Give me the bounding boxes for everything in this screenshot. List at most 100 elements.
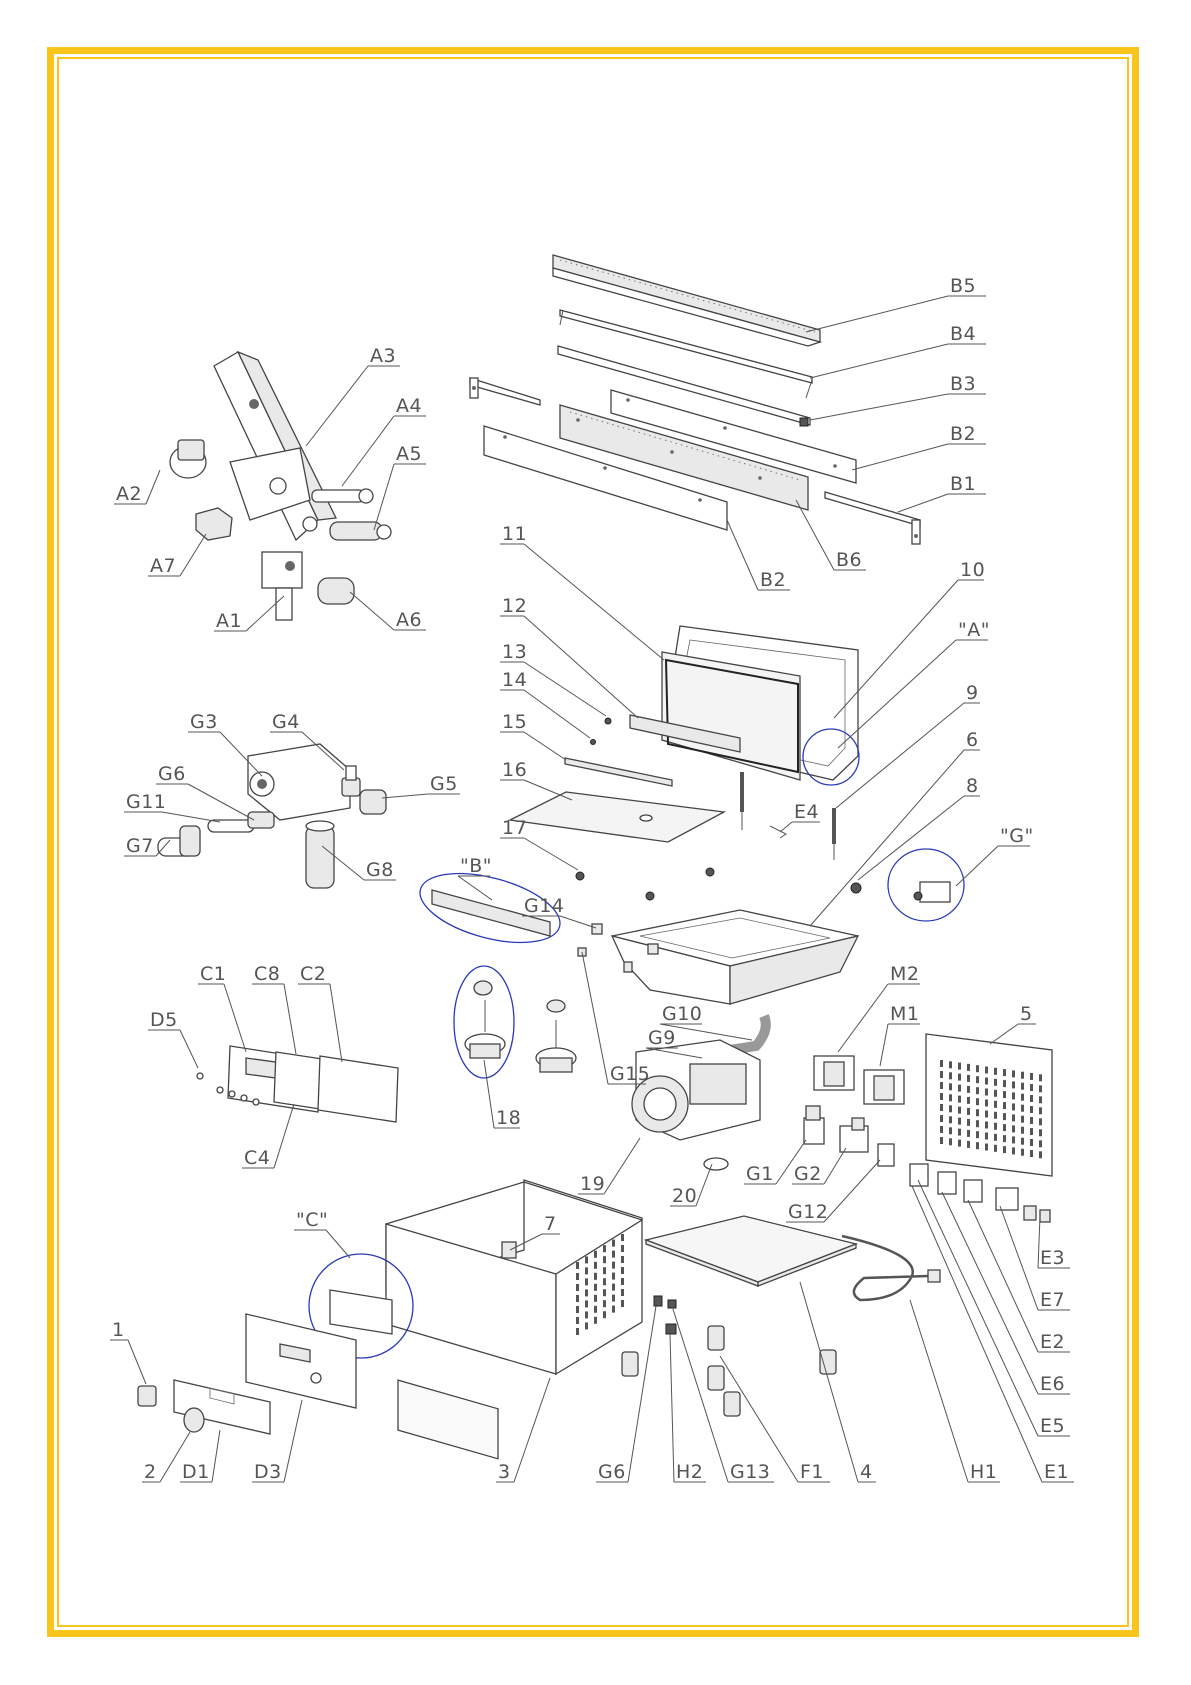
vent-slot bbox=[985, 1067, 988, 1074]
callout-label-e1: E1 bbox=[1044, 1461, 1069, 1483]
callout-label-n1: 1 bbox=[112, 1319, 125, 1341]
vent-slot bbox=[940, 1071, 943, 1078]
vent-slot bbox=[976, 1087, 979, 1094]
callout-label-n15: 15 bbox=[502, 711, 527, 733]
vent-slot bbox=[1039, 1118, 1042, 1125]
part-10-lid bbox=[662, 626, 858, 780]
leader-line-m1 bbox=[880, 1024, 888, 1066]
part-16-plate bbox=[510, 792, 724, 842]
vent-slot bbox=[976, 1076, 979, 1083]
part-c2-pcb bbox=[318, 1056, 398, 1122]
vent-slot bbox=[985, 1122, 988, 1129]
vent-slot bbox=[594, 1306, 597, 1313]
callout-label-b2r: B2 bbox=[950, 423, 976, 445]
part-g3-block bbox=[248, 744, 350, 820]
callout-label-n13: 13 bbox=[502, 641, 527, 663]
leader-line-n11 bbox=[524, 544, 664, 660]
vent-slot bbox=[576, 1328, 579, 1335]
part-b1-bracket bbox=[825, 492, 920, 544]
callout-label-n12: 12 bbox=[502, 595, 527, 617]
vent-slot bbox=[585, 1311, 588, 1318]
leader-line-a4 bbox=[342, 416, 394, 486]
vent-slot bbox=[603, 1300, 606, 1307]
vent-slot bbox=[1039, 1140, 1042, 1147]
callout-label-h1: H1 bbox=[970, 1461, 997, 1483]
vent-slot bbox=[1021, 1083, 1024, 1090]
vent-slot bbox=[1012, 1103, 1015, 1110]
vent-slot bbox=[949, 1105, 952, 1112]
callout-label-c8: C8 bbox=[254, 963, 280, 985]
leader-line-a5 bbox=[374, 464, 394, 530]
vent-slot bbox=[603, 1311, 606, 1318]
vent-slot bbox=[940, 1082, 943, 1089]
vent-slot bbox=[949, 1094, 952, 1101]
callout-label-g6b: G6 bbox=[598, 1461, 626, 1483]
callout-label-g4: G4 bbox=[272, 711, 300, 733]
vent-slot bbox=[967, 1130, 970, 1137]
callout-label-b5: B5 bbox=[950, 275, 976, 297]
part-18-sensor bbox=[465, 981, 505, 1058]
callout-label-c2: C2 bbox=[300, 963, 326, 985]
vent-slot bbox=[1003, 1080, 1006, 1087]
callout-label-g6a: G6 bbox=[158, 763, 186, 785]
vent-slot bbox=[603, 1256, 606, 1263]
vent-slot bbox=[1039, 1074, 1042, 1081]
vent-slot bbox=[621, 1300, 624, 1307]
vent-slot bbox=[594, 1251, 597, 1258]
callout-label-n18: 18 bbox=[496, 1107, 521, 1129]
vent-slot bbox=[967, 1086, 970, 1093]
vent-slot bbox=[585, 1267, 588, 1274]
callout-label-g13: G13 bbox=[730, 1461, 770, 1483]
part-a1-hinge-block bbox=[262, 552, 302, 620]
part-14-washer bbox=[591, 740, 596, 745]
vent-slot bbox=[612, 1240, 615, 1247]
leader-line-n17 bbox=[524, 838, 578, 870]
leader-line-d5 bbox=[180, 1030, 198, 1068]
vent-slot bbox=[949, 1083, 952, 1090]
leader-line-d1 bbox=[212, 1430, 220, 1482]
callout-label-g2: G2 bbox=[794, 1163, 822, 1185]
vent-slot bbox=[976, 1109, 979, 1116]
vent-slot bbox=[1012, 1114, 1015, 1121]
part-h1-power-cable bbox=[842, 1236, 940, 1300]
part-15-strip bbox=[565, 758, 672, 786]
leader-line-b1 bbox=[898, 494, 948, 512]
vent-slot bbox=[949, 1116, 952, 1123]
vent-slot bbox=[985, 1100, 988, 1107]
vent-slot bbox=[994, 1101, 997, 1108]
leader-line-b6 bbox=[796, 500, 834, 570]
callout-label-n2: 2 bbox=[144, 1461, 157, 1483]
vent-slot bbox=[1021, 1149, 1024, 1156]
callout-label-da: "A" bbox=[958, 619, 990, 641]
vent-slot bbox=[603, 1245, 606, 1252]
vent-slot bbox=[976, 1098, 979, 1105]
part-5-back-panel bbox=[926, 1034, 1052, 1176]
callout-label-e4: E4 bbox=[794, 801, 819, 823]
callout-label-n17: 17 bbox=[502, 817, 527, 839]
vent-slot bbox=[594, 1262, 597, 1269]
vent-slot bbox=[603, 1267, 606, 1274]
leader-line-n8 bbox=[858, 796, 964, 880]
vent-slot bbox=[621, 1245, 624, 1252]
part-chamber-tray bbox=[612, 910, 858, 1004]
vent-slot bbox=[1039, 1129, 1042, 1136]
leader-line-b4 bbox=[810, 344, 948, 378]
vent-slot bbox=[1003, 1113, 1006, 1120]
callout-label-g10: G10 bbox=[662, 1003, 702, 1025]
leader-line-n20 bbox=[696, 1164, 712, 1206]
vent-slot bbox=[967, 1119, 970, 1126]
callout-label-dg: "G" bbox=[1000, 825, 1034, 847]
vent-slot bbox=[976, 1065, 979, 1072]
vent-slot bbox=[594, 1284, 597, 1291]
part-g6-fitting bbox=[248, 812, 274, 828]
callout-label-n19: 19 bbox=[580, 1173, 605, 1195]
part-e4-switch bbox=[770, 826, 786, 838]
vent-slot bbox=[1030, 1139, 1033, 1146]
vent-slot bbox=[585, 1289, 588, 1296]
leader-line-dg bbox=[956, 846, 998, 886]
vent-slot bbox=[1003, 1124, 1006, 1131]
vent-slot bbox=[967, 1097, 970, 1104]
vent-slot bbox=[612, 1284, 615, 1291]
callout-label-d1: D1 bbox=[182, 1461, 210, 1483]
vent-slot bbox=[940, 1137, 943, 1144]
